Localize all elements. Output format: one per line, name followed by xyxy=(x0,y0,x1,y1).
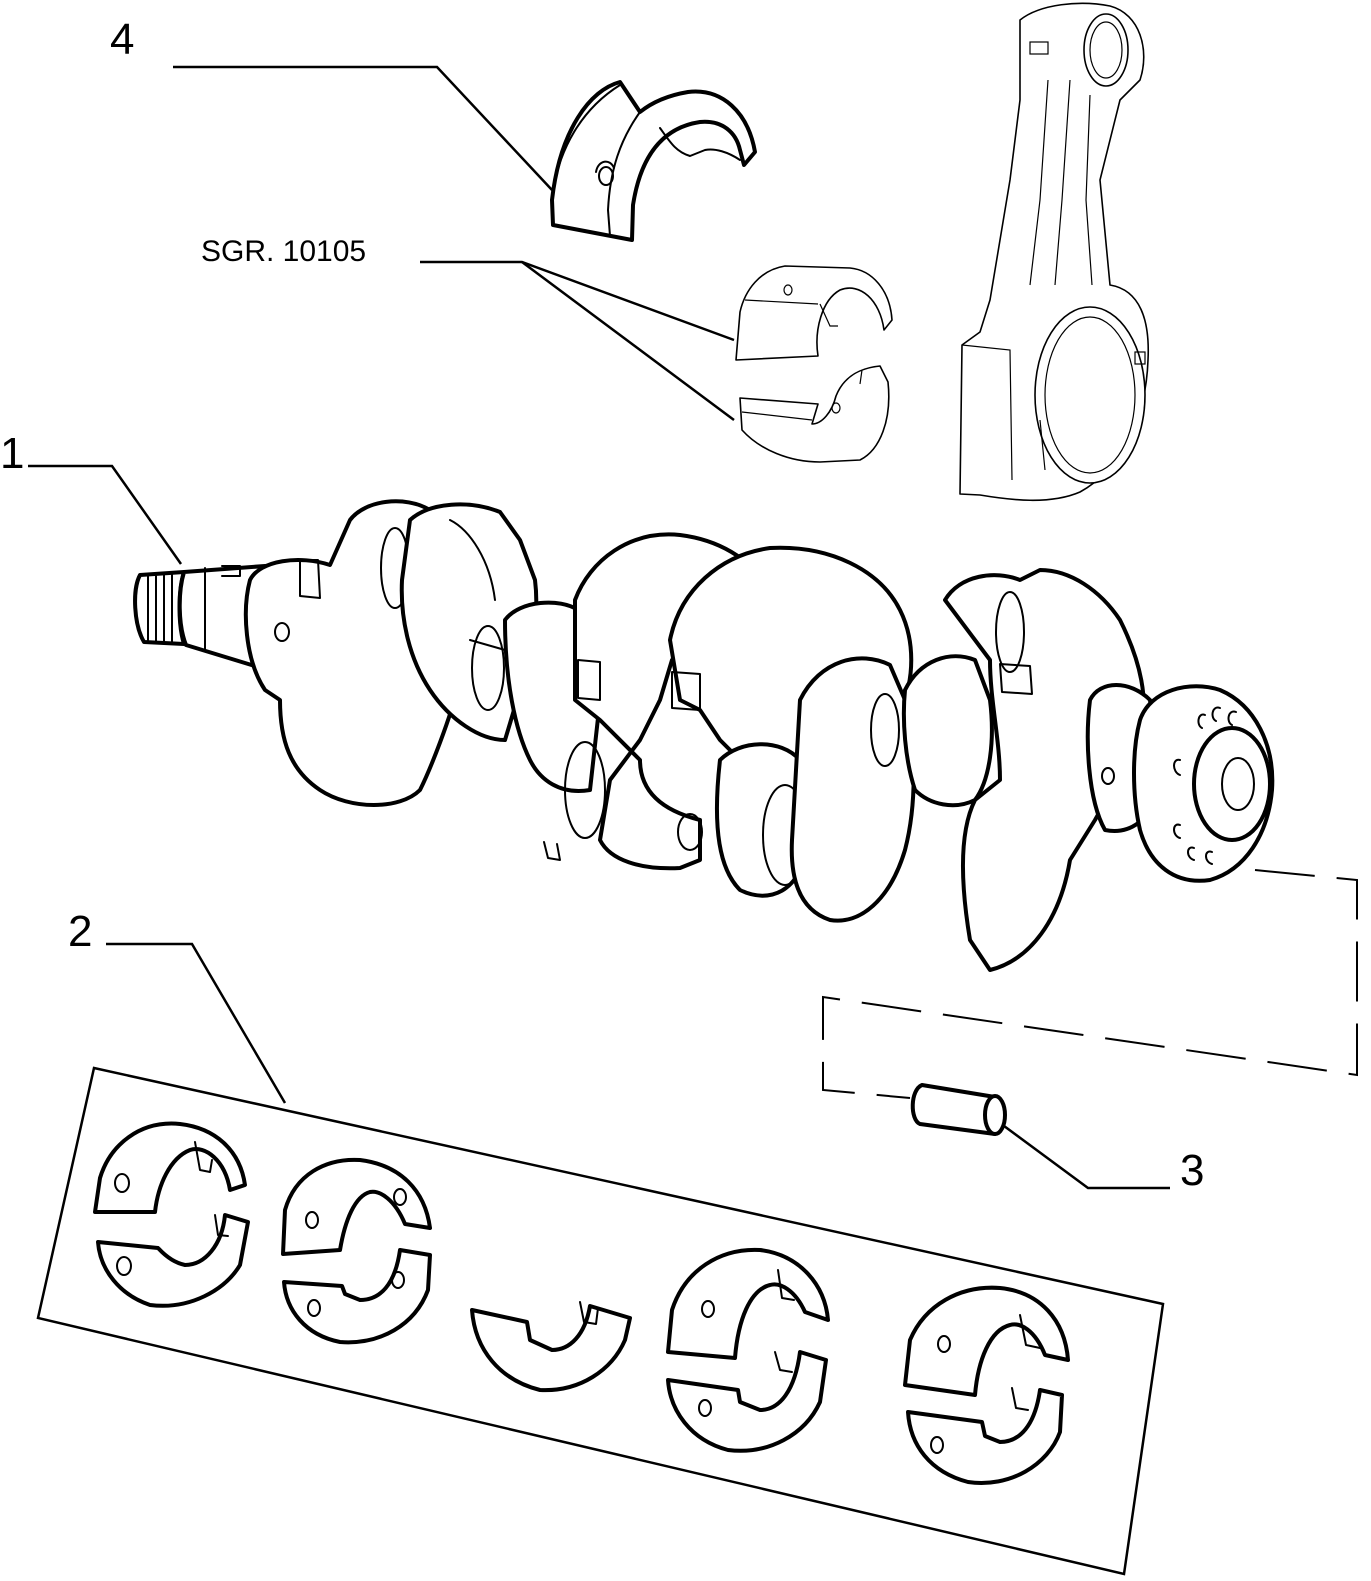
connecting-rod xyxy=(959,2,1150,502)
leader-line-2 xyxy=(106,942,287,1104)
main-bearing-set xyxy=(36,1066,1165,1576)
dashed-assembly-indicator xyxy=(822,869,1358,1099)
bearing-shell-pair-5 xyxy=(903,1285,1070,1485)
callout-label-sgr-reference: SGR. 10105 xyxy=(201,235,366,268)
leader-line-4 xyxy=(173,65,553,191)
bearing-set-frame xyxy=(36,1066,1165,1576)
bearing-shell-pair-1 xyxy=(93,1121,250,1308)
bearing-shell-pair-4 xyxy=(666,1247,830,1453)
thrust-bearing-half xyxy=(550,80,757,242)
bearing-shell-pair-2 xyxy=(281,1157,432,1345)
callout-label-1: 1 xyxy=(0,429,24,478)
callout-label-2: 2 xyxy=(68,907,92,956)
callout-label-3: 3 xyxy=(1180,1146,1204,1195)
leader-line-sgr xyxy=(420,260,735,422)
leader-line-3 xyxy=(999,1121,1170,1190)
bearing-shell-3 xyxy=(470,1301,632,1393)
conrod-bearing-shells xyxy=(735,265,893,463)
callout-label-4: 4 xyxy=(110,15,134,64)
crankshaft xyxy=(133,499,1275,972)
leader-line-1 xyxy=(28,464,183,565)
dowel-pin xyxy=(910,1083,1007,1136)
